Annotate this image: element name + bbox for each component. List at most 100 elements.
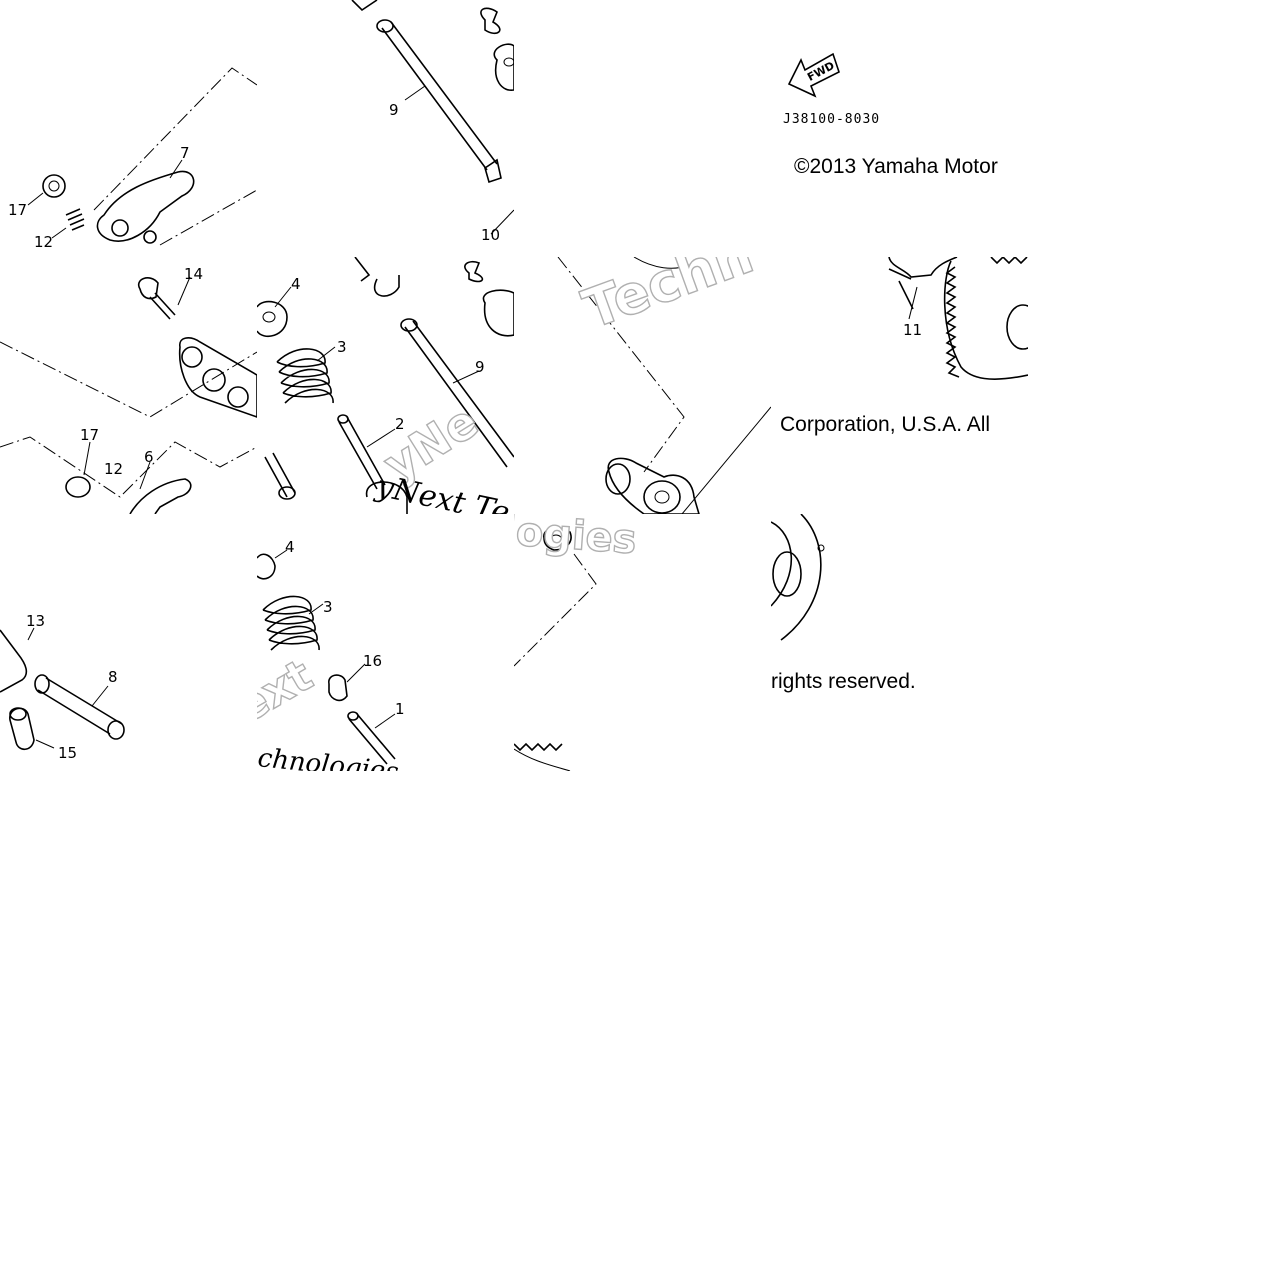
diagram-stroke: [9, 707, 27, 721]
diagram-stroke: [227, 386, 249, 408]
diagram-tile-valve-assembly: 4 3 2 9 yNe yNext Te: [257, 257, 514, 514]
fwd-arrow-icon: FWD: [787, 52, 840, 98]
diagram-stroke: [42, 174, 66, 198]
diagram-stroke: [945, 266, 960, 378]
watermark-chnologies-serif: chnologies: [257, 743, 400, 771]
diagram-stroke: [990, 257, 1028, 265]
diagram-stroke: [365, 481, 408, 514]
diagram-stroke: [202, 368, 226, 392]
diagram-stroke: [381, 21, 498, 171]
diagram-stroke: [139, 461, 151, 490]
watermark-ext: ext: [257, 650, 321, 734]
diagram-stroke: [400, 318, 418, 332]
diagram-stroke: [514, 742, 563, 752]
diagram-stroke: [65, 208, 85, 231]
callout-2: 2: [395, 415, 405, 433]
diagram-stroke: [1006, 304, 1028, 350]
diagram-tile-camshaft: Techn: [514, 257, 771, 514]
diagram-stroke: [605, 463, 631, 495]
diagram-stroke: [159, 189, 257, 246]
diagram-stroke: [169, 159, 183, 179]
diagram-stroke: [0, 436, 257, 498]
diagram-stroke: [137, 277, 159, 300]
diagram-stroke: [346, 663, 366, 683]
callout-17-upper: 17: [8, 201, 27, 219]
diagram-tile-blank: [1028, 0, 1285, 257]
diagram-stroke: [0, 341, 257, 418]
callout-4-lower: 4: [285, 538, 295, 556]
diagram-stroke: [482, 289, 514, 337]
callout-9-lower: 9: [475, 358, 485, 376]
callout-9-upper: 9: [389, 101, 399, 119]
diagram-tile-pushrod-upper: 9 10: [257, 0, 514, 257]
diagram-stroke: [316, 346, 336, 362]
copyright-line-3: rights reserved.: [771, 670, 916, 693]
diagram-stroke: [264, 452, 296, 498]
watermark-techn: Techn: [575, 257, 761, 341]
diagram-tile-rocker-shaft-parts: 13 8 15: [0, 514, 257, 771]
callout-12-lower: 12: [104, 460, 123, 478]
diagram-stroke: [780, 514, 822, 641]
diagram-stroke: [257, 553, 276, 580]
diagram-stroke: [91, 685, 109, 707]
diagram-stroke: [772, 551, 802, 597]
diagram-stroke: [351, 0, 378, 12]
diagram-stroke: [178, 337, 257, 418]
diagram-stroke: [143, 230, 157, 244]
diagram-tile-valve-lower: 4 3 16 1 ext chnologies: [257, 514, 514, 771]
diagram-stroke: [0, 629, 28, 693]
callout-6: 6: [144, 448, 154, 466]
diagram-stroke: [404, 85, 426, 101]
diagram-stroke: [908, 286, 918, 320]
diagram-stroke: [771, 521, 793, 607]
diagram-stroke: [274, 549, 288, 559]
diagram-stroke: [374, 713, 396, 729]
diagram-tile-blank: [514, 0, 771, 257]
diagram-tile-title: FWD J38100-8030 ©2013 Yamaha Motor: [771, 0, 1028, 257]
watermark-ynext-te: yNext Te: [371, 468, 512, 514]
diagram-stroke: [278, 486, 296, 500]
callout-7: 7: [180, 144, 190, 162]
diagram-stroke: [514, 748, 571, 771]
diagram-stroke: [107, 720, 125, 740]
diagram-stroke: [404, 320, 514, 468]
diagram-stroke: [262, 311, 276, 323]
diagram-stroke: [181, 346, 203, 368]
diagram-stroke: [464, 260, 484, 283]
diagram-stroke: [83, 441, 91, 476]
diagram-stroke: [276, 348, 334, 404]
diagram-stroke: [888, 257, 958, 278]
diagram-stroke: [328, 674, 348, 702]
diagram-stroke: [129, 478, 192, 514]
diagram-stroke: [111, 219, 129, 237]
callout-17-lower: 17: [80, 426, 99, 444]
diagram-tile-gear-lower: rights reserved.: [771, 514, 1028, 771]
diagram-stroke: [452, 370, 480, 384]
diagram-stroke: [262, 595, 320, 651]
callout-12-upper: 12: [34, 233, 53, 251]
diagram-stroke: [543, 526, 572, 551]
diagram-tile-blank: [1028, 257, 1285, 514]
diagram-stroke: [149, 292, 176, 320]
callout-3-upper: 3: [337, 338, 347, 356]
diagram-stroke: [257, 300, 288, 338]
diagram-stroke: [373, 275, 400, 297]
diagram-stroke: [96, 170, 195, 242]
diagram-tile-rocker-arm-upper: 17 12 7: [0, 0, 257, 257]
diagram-stroke: [633, 257, 690, 269]
diagram-tile-gear: 11 Corporation, U.S.A. All: [771, 257, 1028, 514]
callout-1: 1: [395, 700, 405, 718]
copyright-line-2: Corporation, U.S.A. All: [780, 413, 991, 436]
diagram-stroke: [34, 674, 50, 694]
diagram-tile-cam-lower: ologies: [514, 514, 771, 771]
callout-8: 8: [108, 668, 118, 686]
diagram-stroke: [308, 603, 324, 615]
diagram-stroke: [376, 19, 394, 33]
callout-11: 11: [903, 321, 922, 339]
diagram-stroke: [514, 553, 597, 667]
callout-15: 15: [58, 744, 77, 762]
diagram-tile-rocker-shaft: 17 12 6 14: [0, 257, 257, 514]
diagram-stroke: [493, 43, 514, 91]
diagram-stroke: [348, 713, 396, 765]
diagram-stroke: [48, 180, 60, 192]
